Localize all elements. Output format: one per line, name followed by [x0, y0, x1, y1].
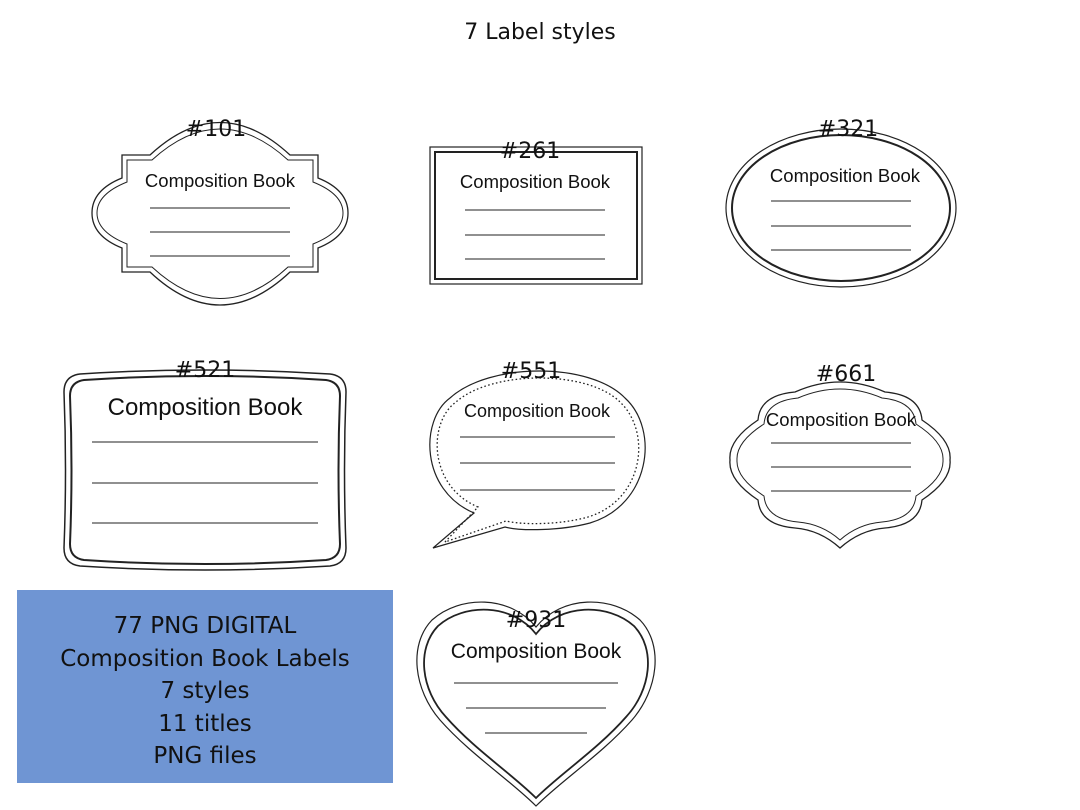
label-521-title: Composition Book: [108, 394, 304, 421]
label-261-title: Composition Book: [460, 171, 611, 192]
label-321-title: Composition Book: [770, 165, 921, 186]
label-931-title: Composition Book: [451, 640, 622, 663]
info-line-2: Composition Book Labels: [60, 645, 350, 672]
label-261: [429, 146, 643, 285]
label-101-number: #101: [186, 117, 246, 142]
label-661-title: Composition Book: [766, 409, 917, 430]
label-931: [416, 601, 656, 807]
info-line-5: PNG files: [153, 743, 257, 769]
label-261-number: #261: [500, 139, 560, 164]
info-line-4: 11 titles: [158, 710, 252, 737]
info-line-3: 7 styles: [160, 678, 250, 704]
label-551: [429, 370, 646, 549]
label-321: [725, 128, 957, 288]
info-line-1: 77 PNG DIGITAL: [113, 613, 297, 639]
label-101: [91, 121, 349, 306]
label-321-number: #321: [818, 117, 878, 142]
label-661-number: #661: [816, 362, 876, 387]
label-551-title: Composition Book: [464, 401, 611, 421]
label-931-number: #931: [506, 608, 566, 633]
label-551-number: #551: [501, 359, 561, 384]
label-661: [729, 381, 951, 549]
label-101-title: Composition Book: [145, 170, 296, 191]
label-521-number: #521: [175, 358, 235, 383]
page-title: 7 Label styles: [464, 20, 616, 45]
label-521: [63, 369, 347, 571]
info-panel: 77 PNG DIGITAL Composition Book Labels 7…: [17, 590, 393, 783]
